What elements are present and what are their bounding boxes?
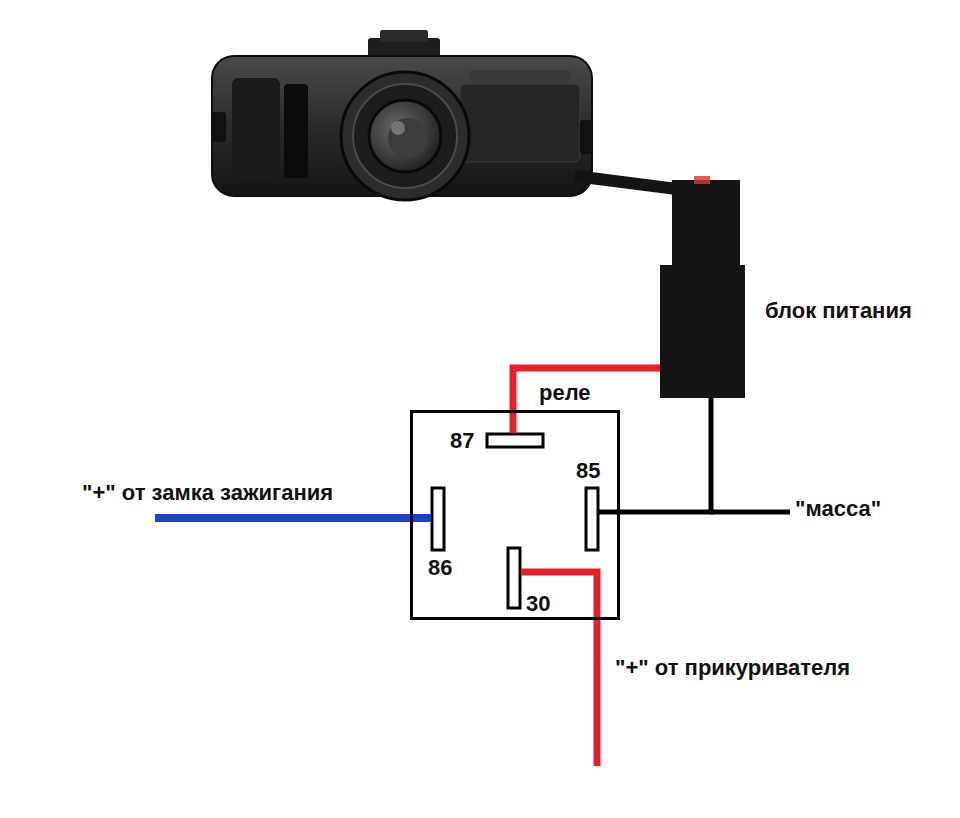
relay-pins xyxy=(432,434,598,608)
pin-number: 30 xyxy=(526,592,550,616)
wire-connector xyxy=(620,398,711,512)
wires xyxy=(155,410,790,766)
wire-label: "+" от замка зажигания xyxy=(82,481,333,505)
pin-stub xyxy=(510,410,517,433)
ground-wire xyxy=(710,510,790,515)
wire-connector xyxy=(513,368,660,410)
wire-label: "+" от прикуривателя xyxy=(615,656,850,680)
node-heading: блок питания xyxy=(765,299,912,323)
dashcam xyxy=(212,30,592,200)
node-heading: реле xyxy=(539,381,591,405)
lighter-wire xyxy=(521,572,597,766)
pin-number: 85 xyxy=(576,459,600,483)
power-cable xyxy=(575,176,740,268)
pin-number: 87 xyxy=(450,429,474,453)
pin-stub xyxy=(599,510,620,515)
ignition-wire xyxy=(155,514,431,522)
pin-number: 86 xyxy=(428,556,452,580)
relay-box: реле xyxy=(410,410,620,620)
wire-label: "масса" xyxy=(795,497,881,521)
power-block: блок питания xyxy=(660,265,745,398)
